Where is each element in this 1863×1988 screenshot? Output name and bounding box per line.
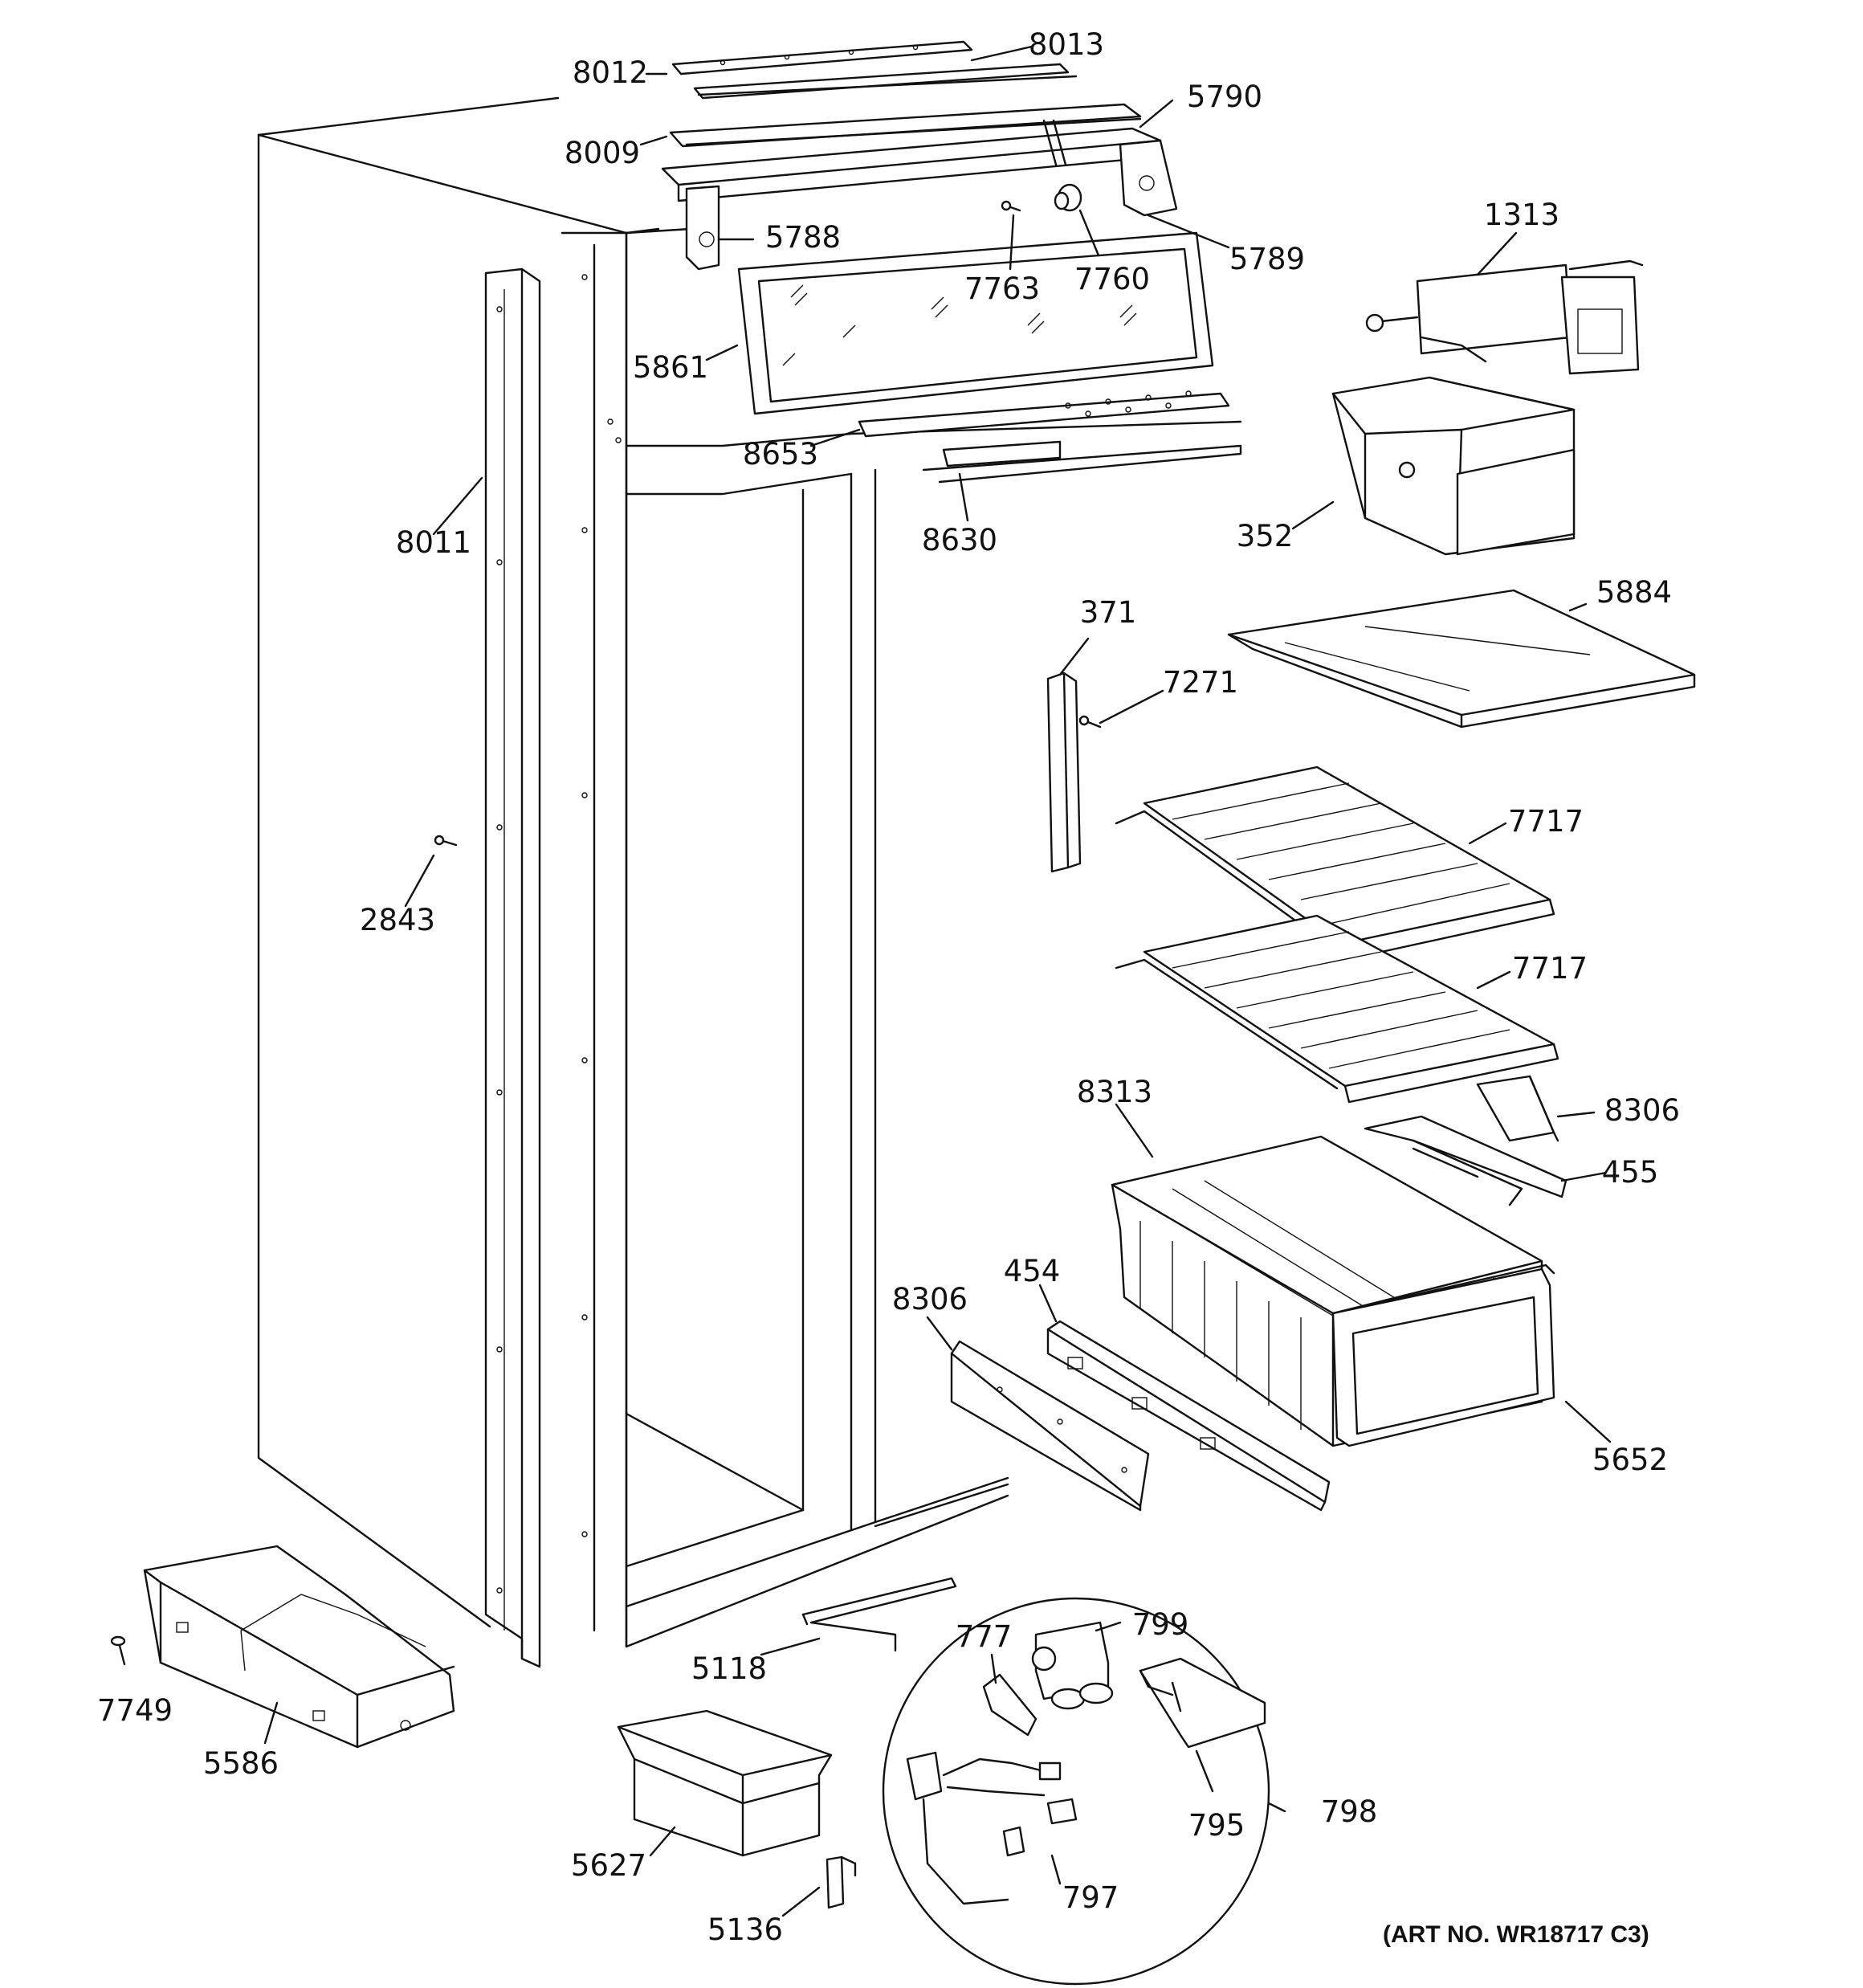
label-8313: 8313 [1077, 1075, 1152, 1109]
control-knob-7760 [1054, 183, 1082, 212]
tray-5627 [617, 1709, 833, 1857]
label-5884: 5884 [1596, 575, 1672, 610]
label-795: 795 [1188, 1808, 1245, 1843]
trim-strip-8011 [484, 267, 541, 1668]
label-799: 799 [1132, 1607, 1189, 1642]
top-trim-assembly [661, 40, 1162, 202]
label-8653: 8653 [743, 437, 818, 471]
wiring-harness-797 [906, 1751, 1078, 1905]
label-455: 455 [1602, 1155, 1659, 1190]
water-valve-799 [1031, 1621, 1114, 1710]
leader-lines [263, 45, 1612, 1917]
slide-455 [1364, 1115, 1567, 1206]
label-352: 352 [1237, 519, 1294, 553]
label-798: 798 [1321, 1794, 1378, 1829]
label-8011: 8011 [396, 525, 471, 560]
label-5861: 5861 [633, 350, 708, 385]
ice-maker-1313 [1365, 259, 1644, 375]
bracket-5789 [1119, 139, 1178, 217]
bracket-5788 [685, 185, 720, 271]
light-rail-8653 [858, 390, 1230, 438]
light-bar-8630 [922, 440, 1242, 484]
label-7760: 7760 [1074, 262, 1150, 296]
wire-bracket-5118 [801, 1577, 957, 1652]
shelf-5884 [1227, 589, 1696, 729]
drawer-front-5652 [1331, 1263, 1555, 1447]
label-2843: 2843 [360, 903, 435, 937]
rail-8306-upper [1476, 1075, 1559, 1142]
ice-bucket-352 [1331, 376, 1576, 556]
label-5118: 5118 [691, 1651, 767, 1686]
wire-shelf-7717-lower [1115, 914, 1559, 1104]
screw-7271 [1078, 715, 1102, 729]
label-5652: 5652 [1592, 1443, 1668, 1477]
label-8013: 8013 [1029, 27, 1104, 62]
label-8630: 8630 [922, 523, 997, 557]
label-5586: 5586 [203, 1746, 279, 1781]
label-8012: 8012 [573, 55, 648, 90]
label-7749: 7749 [97, 1693, 173, 1728]
label-454: 454 [1004, 1254, 1061, 1288]
label-1313: 1313 [1484, 198, 1559, 232]
slide-454 [1046, 1320, 1331, 1512]
label-5788: 5788 [765, 220, 841, 255]
part-number-labels: 8012 8013 5790 8009 5788 7763 7760 5789 … [97, 27, 1680, 1948]
label-8009: 8009 [565, 136, 640, 170]
duct-5586 [143, 1545, 455, 1749]
label-8306-lower: 8306 [892, 1282, 968, 1316]
label-371: 371 [1080, 595, 1137, 630]
label-777: 777 [956, 1619, 1013, 1654]
screw-2843 [434, 835, 458, 847]
light-shield-5861 [737, 231, 1214, 415]
label-5136: 5136 [707, 1912, 783, 1947]
art-number: (ART NO. WR18717 C3) [1383, 1921, 1649, 1948]
bracket-777 [982, 1673, 1037, 1737]
label-7271: 7271 [1163, 665, 1238, 700]
shelf-support-371 [1046, 672, 1082, 873]
screw-7763 [1001, 200, 1021, 212]
label-5627: 5627 [571, 1848, 646, 1883]
label-797: 797 [1062, 1880, 1119, 1915]
valve-assembly-798 [882, 1597, 1270, 1986]
refrigerator-cabinet [257, 96, 1242, 1648]
clip-5136 [826, 1855, 857, 1909]
label-7717-upper: 7717 [1508, 804, 1584, 839]
label-5790: 5790 [1187, 80, 1262, 114]
bracket-795 [1139, 1657, 1266, 1749]
label-7763: 7763 [964, 271, 1040, 306]
rail-8306-lower [950, 1340, 1150, 1512]
label-8306-upper: 8306 [1604, 1093, 1680, 1128]
pin-7749 [110, 1635, 126, 1666]
label-7717-lower: 7717 [1512, 951, 1588, 986]
label-5789: 5789 [1229, 242, 1305, 276]
